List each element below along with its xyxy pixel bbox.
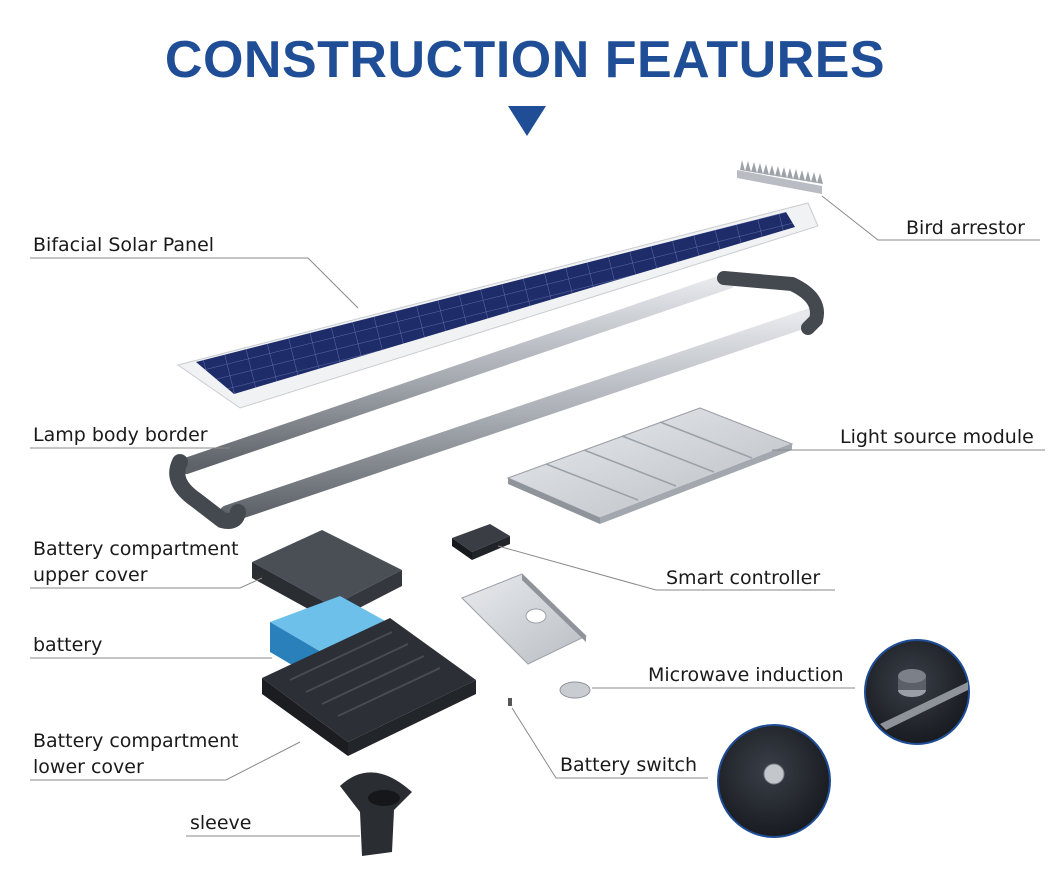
label-lamp-body-border: Lamp body border [33, 424, 208, 446]
sleeve [340, 772, 412, 856]
battery-lower-cover [262, 618, 476, 756]
label-battery: battery [33, 634, 103, 656]
title-pointer-triangle [508, 106, 546, 136]
label-battery-lower-cover-line2: lower cover [33, 756, 144, 778]
lamp-body-border [169, 271, 824, 529]
label-battery-lower-cover-line1: Battery compartment [33, 730, 239, 752]
solar-panel [176, 202, 819, 409]
label-battery-upper-cover-line1: Battery compartment [33, 538, 239, 560]
light-source-module [506, 407, 794, 524]
label-bird-arrestor: Bird arrestor [906, 217, 1025, 239]
smart-controller [452, 524, 510, 560]
label-sleeve: sleeve [190, 812, 252, 834]
label-microwave-induction: Microwave induction [648, 664, 844, 686]
bird-arrestor [737, 160, 823, 194]
label-battery-upper-cover-line2: upper cover [33, 564, 148, 586]
microwave-detail-circle [864, 639, 970, 745]
leader-lines [30, 195, 1045, 837]
label-bifacial-solar-panel: Bifacial Solar Panel [33, 234, 215, 256]
battery-switch-part [508, 698, 512, 706]
label-light-source-module: Light source module [840, 426, 1034, 448]
label-battery-switch: Battery switch [560, 754, 698, 776]
controller-plate [461, 573, 587, 665]
battery-switch-detail-circle [717, 724, 831, 838]
label-smart-controller: Smart controller [666, 567, 821, 589]
microwave-sensor [559, 681, 591, 699]
page-title: CONSTRUCTION FEATURES [164, 31, 886, 89]
